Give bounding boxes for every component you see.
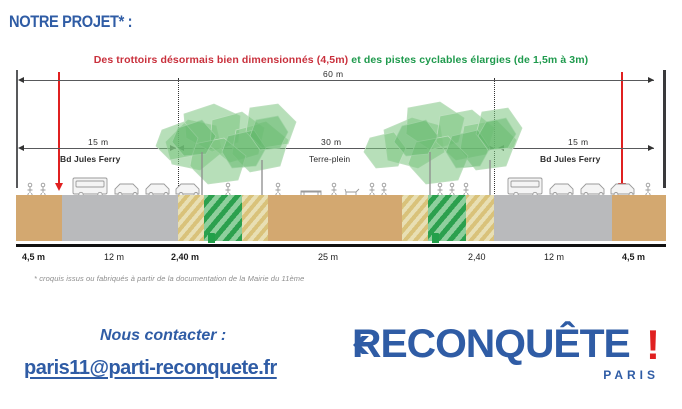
pedestrian-icon xyxy=(645,182,651,196)
logo-chevron-icon xyxy=(353,336,369,354)
pedestrian-icon xyxy=(40,182,46,196)
bottom-dim-2: 2,40 m xyxy=(171,252,200,262)
reconquete-logo: RECONQUÊTE ! PARIS xyxy=(352,322,662,392)
cross-section-bands xyxy=(16,195,666,247)
band-median xyxy=(268,195,402,241)
pedestrian-icon xyxy=(369,182,375,196)
car-icon xyxy=(114,183,139,196)
segment-1-arrow-left xyxy=(18,144,24,151)
pedestrian-icon xyxy=(275,182,281,196)
trash-bin-icon-right xyxy=(432,233,439,243)
band-roadway-right xyxy=(494,195,612,241)
pedestrian-icon xyxy=(449,182,455,196)
car-icon xyxy=(175,183,200,196)
subtitle-sidewalk-text: Des trottoirs désormais bien dimensionné… xyxy=(93,54,349,66)
frame-rule-right xyxy=(663,70,666,188)
project-subtitle: Des trottoirs désormais bien dimensionné… xyxy=(0,54,682,66)
street-silhouettes xyxy=(27,177,651,196)
band-buffer-left-2 xyxy=(242,195,268,241)
band-buffer-right-2 xyxy=(402,195,428,241)
segment-1-sublabel: Bd Jules Ferry xyxy=(60,154,121,164)
dog-icon xyxy=(344,188,360,196)
segment-2-sublabel: Terre-plein xyxy=(309,154,351,164)
contact-email-link[interactable]: paris11@parti-reconquete.fr xyxy=(24,357,277,379)
pedestrian-icon xyxy=(463,182,469,196)
bottom-dim-0: 4,5 m xyxy=(22,252,46,262)
pedestrian-icon xyxy=(381,182,387,196)
total-span-line xyxy=(22,80,654,81)
pedestrian-icon xyxy=(225,182,231,196)
pedestrian-icon xyxy=(27,182,33,196)
band-buffer-left xyxy=(178,195,204,241)
red-marker-arrow-left xyxy=(55,72,63,191)
segment-2-label: 30 m xyxy=(321,137,342,147)
segment-1-arrow-right xyxy=(170,144,176,151)
total-span-arrow-left xyxy=(18,76,24,83)
subtitle-bikelane-text: et des pistes cyclables élargies (de 1,5… xyxy=(351,54,589,66)
bottom-dim-4: 2,40 xyxy=(468,252,486,262)
band-sidewalk-left xyxy=(16,195,62,241)
band-sidewalk-right xyxy=(612,195,666,241)
segment-3-label: 15 m xyxy=(568,137,589,147)
segment-line-3 xyxy=(502,148,654,149)
band-buffer-right xyxy=(466,195,494,241)
logo-wordmark: RECONQUÊTE xyxy=(352,322,631,366)
total-span-arrow-right xyxy=(648,76,654,83)
bottom-dim-3: 25 m xyxy=(318,252,339,262)
pedestrian-icon xyxy=(437,182,443,196)
segment-3-arrow-left xyxy=(498,144,504,151)
frame-rule-left xyxy=(16,70,18,188)
segment-3-sublabel: Bd Jules Ferry xyxy=(540,154,601,164)
bus-icon xyxy=(507,177,543,196)
page-title: NOTRE PROJET* : xyxy=(9,12,133,31)
car-icon xyxy=(549,183,574,196)
total-span-label: 60 m xyxy=(323,69,344,79)
footnote-text: * croquis issus ou fabriqués à partir de… xyxy=(34,274,305,283)
band-roadway-left xyxy=(62,195,178,241)
bench-icon xyxy=(300,190,322,196)
bus-icon xyxy=(72,177,108,196)
logo-city-label: PARIS xyxy=(603,368,659,382)
logo-exclamation-icon: ! xyxy=(646,321,660,368)
segment-3-arrow-right xyxy=(648,144,654,151)
trash-bin-icon-left xyxy=(208,233,215,243)
contact-heading: Nous contacter : xyxy=(100,327,227,344)
bottom-dim-1: 12 m xyxy=(104,252,125,262)
bottom-dim-5: 12 m xyxy=(544,252,565,262)
segment-line-1 xyxy=(22,148,176,149)
segment-1-label: 15 m xyxy=(88,137,109,147)
ground-baseline xyxy=(16,244,666,247)
pedestrian-icon xyxy=(331,182,337,196)
street-cross-section-diagram: 60 m 15 m Bd Jules Ferry 30 m Terre-plei… xyxy=(16,69,666,265)
bottom-dim-6: 4,5 m xyxy=(622,252,646,262)
segment-line-2 xyxy=(182,148,494,149)
